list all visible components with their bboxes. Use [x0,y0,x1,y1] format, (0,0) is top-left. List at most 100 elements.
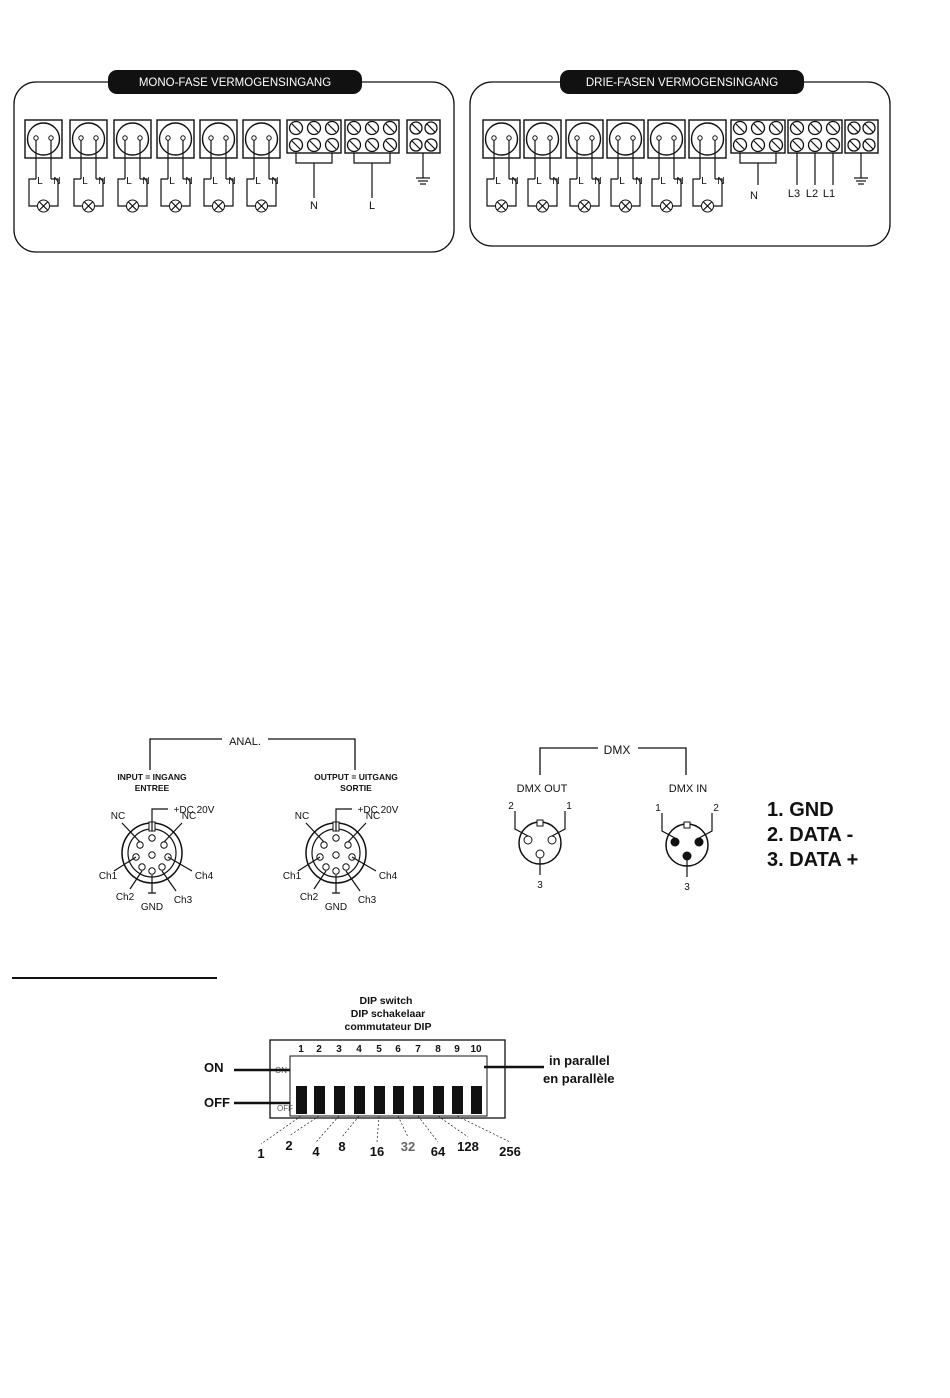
pin-lead [514,811,529,837]
lamp-cross [214,201,223,211]
earth-terminal [406,119,441,185]
socket-face [244,122,279,156]
dip-lever [334,1086,345,1114]
socket-pin-l [574,135,580,141]
screw-slot [792,123,802,133]
xlr-pin-label-left: 1 [655,803,661,814]
terminal-label-n: N [310,200,318,212]
screw-slot [327,123,337,133]
pin-lead [351,856,377,872]
socket-pin-n [671,135,677,141]
pin-lead [167,856,193,872]
screw-slot [367,123,377,133]
screw-slot [864,140,874,150]
xlr-pin-label-bottom: 3 [684,882,690,893]
switch-number: 5 [376,1044,382,1055]
value-leader [315,1115,340,1143]
pin-lead [129,870,143,890]
din-pin [332,834,340,842]
xlr-pin [682,851,692,861]
xlr-pin [694,837,704,847]
din-pin [332,851,340,859]
pin-lead [347,822,367,843]
value-leader [456,1115,511,1143]
dip-value: 2 [285,1138,292,1153]
lamp-cross [580,201,589,211]
pin-lead [698,813,713,839]
screw-slot [771,123,781,133]
lamp-cross [662,201,671,211]
din-pin [148,834,156,842]
din-pin [320,841,328,849]
dip-lever [452,1086,463,1114]
screw-slot [426,123,436,133]
screw-slot [864,123,874,133]
panel-title-badge [560,70,804,94]
lamp-cross [171,201,180,211]
neutral-bus [739,153,777,185]
pin-label-ch4: Ch4 [379,871,398,882]
parallel-label-en: in parallel [549,1053,610,1068]
lamp-cross [84,201,93,211]
screw-slot [385,123,395,133]
switch-number: 8 [435,1044,441,1055]
socket-label-n: N [142,176,149,187]
socket-pin-l [165,135,171,141]
pin-label-ch3: Ch3 [358,895,377,906]
pin-label-ch2: Ch2 [300,892,319,903]
socket-face [484,122,519,156]
neutral-bus [295,153,333,198]
pin-lead [661,813,676,839]
socket-label-n: N [594,176,601,187]
value-leader [437,1115,469,1138]
socket-label-l: L [169,176,175,187]
pin-label-ch1: Ch1 [283,871,302,882]
switch-number: 6 [395,1044,401,1055]
connector-subtitle: SORTIE [340,783,372,793]
pin-lead [113,856,137,872]
dip-value: 16 [370,1144,384,1159]
connector-subtitle: ENTREE [135,783,170,793]
screw-slot [735,140,745,150]
din-pin [148,851,156,859]
socket-label-l: L [495,176,501,187]
socket-label-n: N [271,176,278,187]
pin-label-ch2: Ch2 [116,892,135,903]
lamp-cross [497,201,506,211]
dmx-out-label: DMX OUT [517,783,568,795]
screw-slot [849,140,859,150]
switch-number: 10 [470,1044,482,1055]
socket-label-l: L [126,176,132,187]
dip-lever [296,1086,307,1114]
screw-slot [309,140,319,150]
parallel-label-fr: en parallèle [543,1071,615,1086]
lamp-cross [257,201,266,211]
screw-slot [828,140,838,150]
value-leader [260,1115,302,1145]
socket-pin-n [547,135,553,141]
socket-pin-l [697,135,703,141]
screw-slot [349,123,359,133]
socket-pin-n [93,135,99,141]
socket-label-n: N [511,176,518,187]
dip-lever [433,1086,444,1114]
screw-slot [349,140,359,150]
switch-number: 2 [316,1044,322,1055]
screw-slot [411,140,421,150]
screw-slot [792,140,802,150]
socket-pin-n [180,135,186,141]
din-pin [148,867,156,875]
panel-title: DRIE-FASEN VERMOGENSINGANG [586,77,778,89]
socket-label-n: N [552,176,559,187]
lamp-cross [128,201,137,211]
pin-lead [335,808,352,831]
